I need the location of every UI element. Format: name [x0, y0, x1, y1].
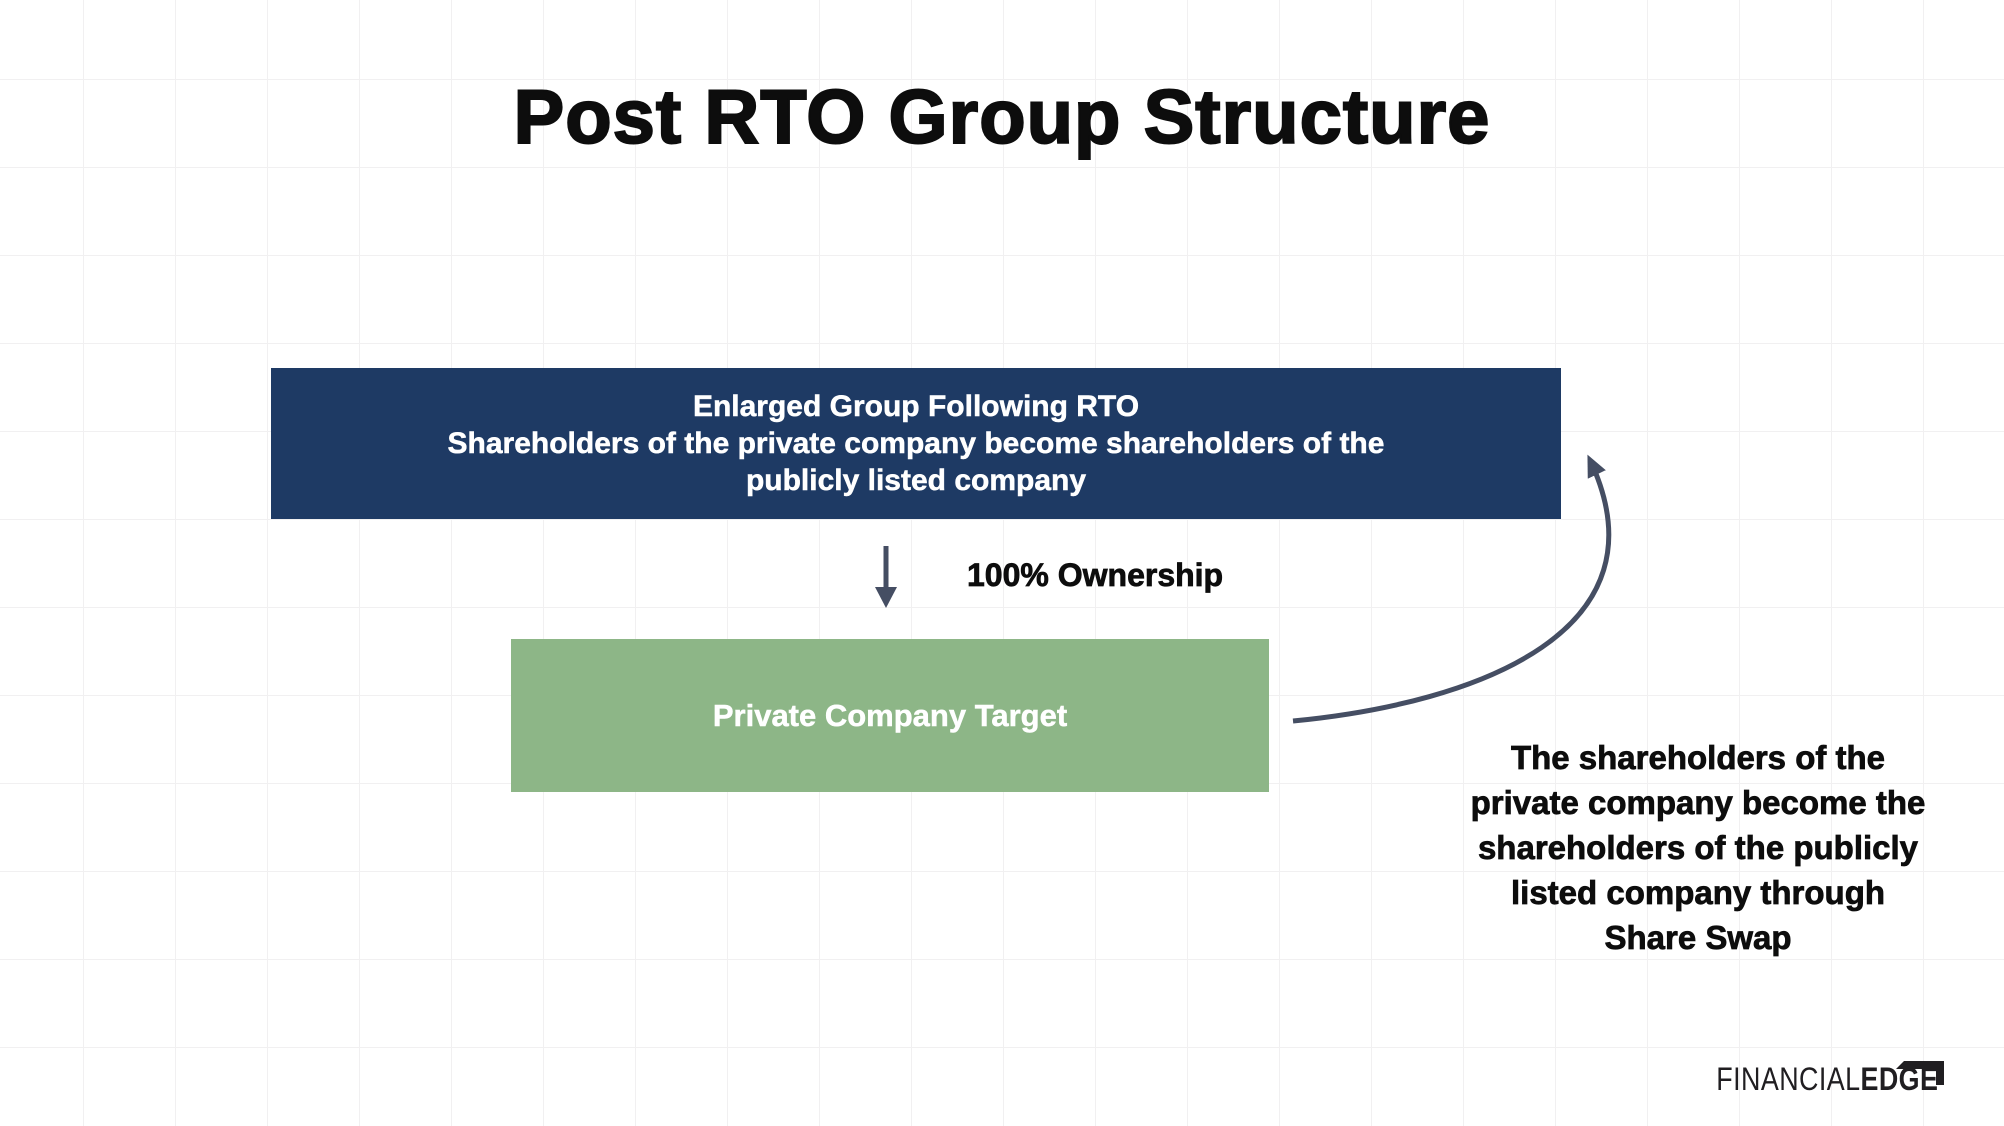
private-company-target-label: Private Company Target: [712, 698, 1068, 734]
enlarged-group-box: Enlarged Group Following RTO Shareholder…: [271, 368, 1561, 519]
ownership-label: 100% Ownership: [967, 557, 1224, 594]
note-line: shareholders of the publicly: [1477, 829, 1919, 867]
logo-financial-text: FINANCIAL: [1715, 1061, 1861, 1097]
note-line: listed company through: [1510, 874, 1886, 912]
share-swap-note: The shareholders of the private company …: [1418, 735, 1978, 960]
private-company-target-box: Private Company Target: [511, 639, 1269, 792]
enlarged-group-line2: Shareholders of the private company beco…: [447, 427, 1385, 461]
note-line: Share Swap: [1604, 919, 1792, 957]
enlarged-group-line3: publicly listed company: [745, 464, 1087, 498]
logo-corner-mark-icon: [1896, 1061, 1944, 1085]
page-title: Post RTO Group Structure: [513, 75, 1491, 160]
enlarged-group-line1: Enlarged Group Following RTO: [692, 390, 1140, 424]
down-arrow-icon: [875, 546, 897, 608]
note-line: private company become the: [1470, 784, 1926, 822]
note-line: The shareholders of the: [1510, 739, 1886, 777]
